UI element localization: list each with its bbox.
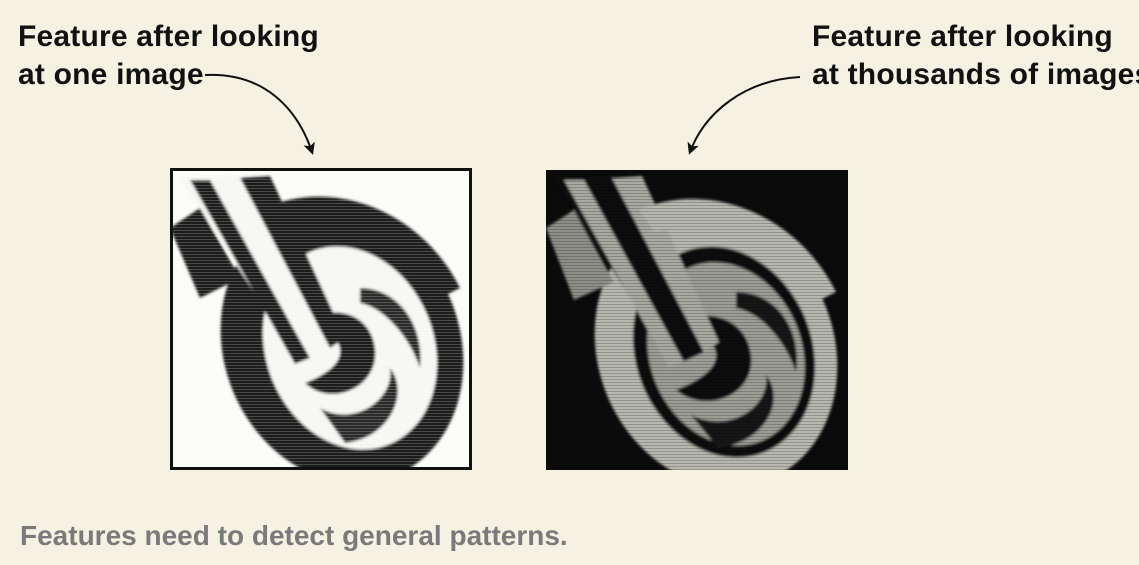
feature-image-one [170,168,472,470]
right-label-line2: at thousands of images [812,58,1139,91]
left-label-line1: Feature after looking [18,20,319,53]
right-callout-arrow [687,76,801,155]
feature-image-thousands [546,170,848,470]
right-feature-label: Feature after looking at thousands of im… [812,18,1139,94]
figure-caption: Features need to detect general patterns… [20,520,568,551]
left-feature-label: Feature after looking at one image [18,18,319,94]
left-label-line2: at one image [18,58,204,91]
right-label-line1: Feature after looking [812,20,1113,53]
